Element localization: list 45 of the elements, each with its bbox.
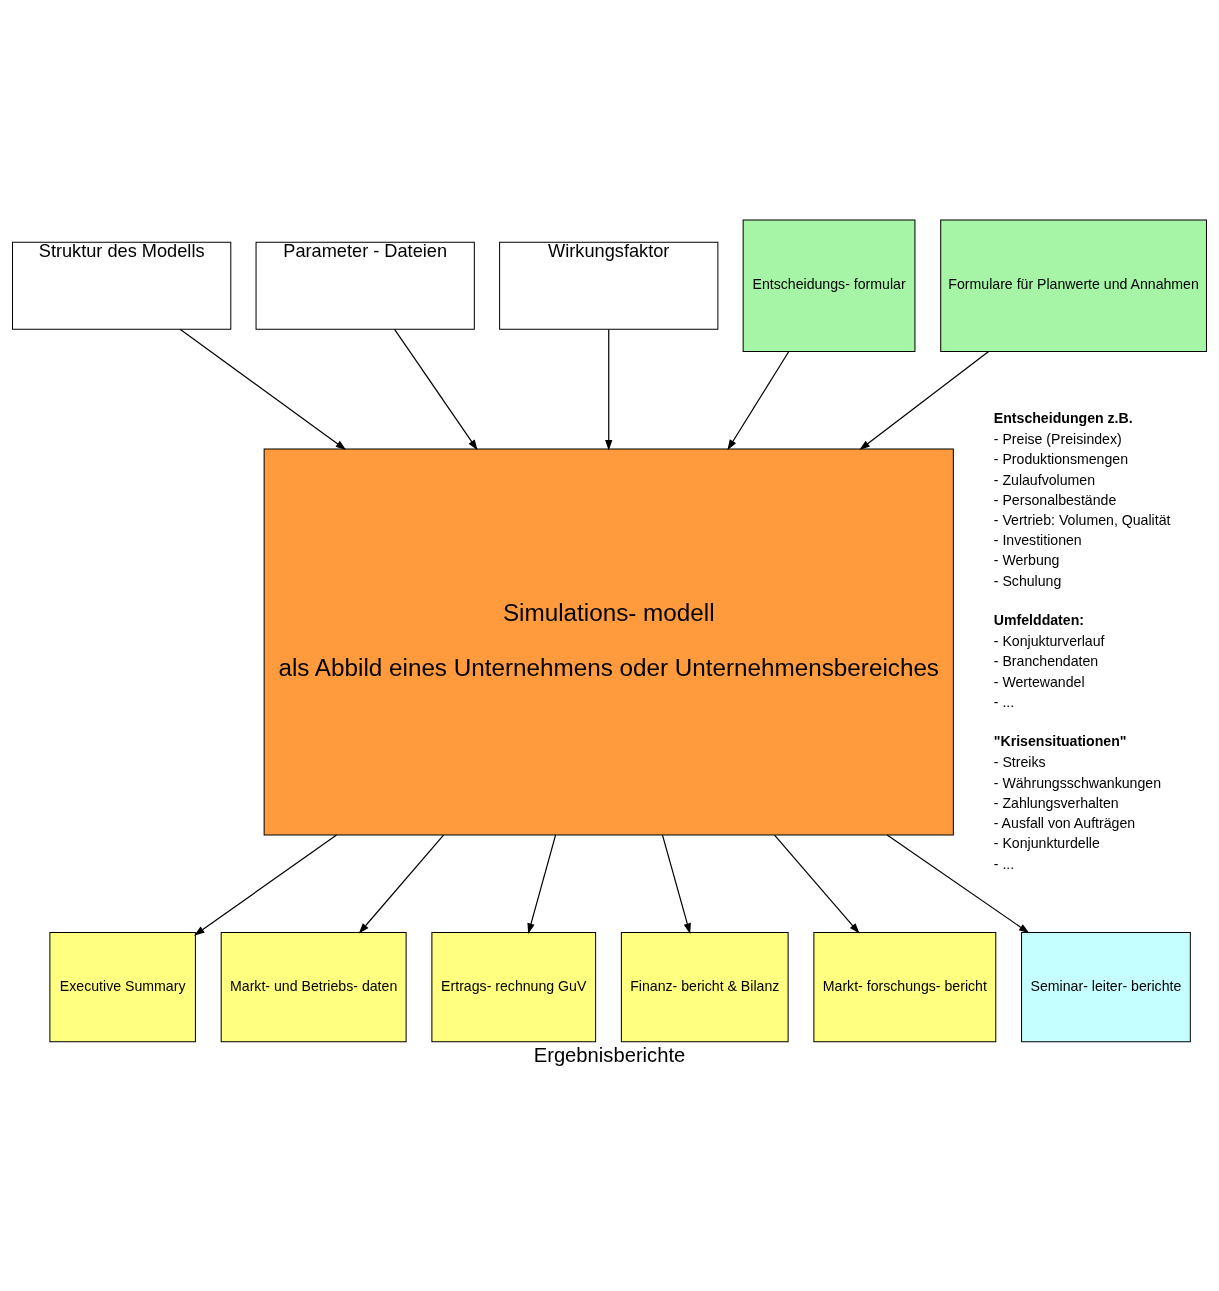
caption: Ergebnisberichte — [533, 1043, 686, 1066]
arrow — [727, 350, 790, 450]
label: - Währungsschwankungen — [993, 774, 1162, 791]
label: - Branchendaten — [993, 652, 1099, 669]
label: - Schulung — [993, 572, 1062, 589]
arrow — [358, 833, 445, 934]
label: - Werbung — [993, 551, 1060, 568]
label: Umfelddaten: — [993, 611, 1085, 628]
node-box: Markt- forschungs- bericht — [813, 931, 997, 1042]
node-box: Struktur des Modells — [12, 241, 232, 330]
node-box: Parameter - Dateien — [255, 241, 475, 330]
label: - Ausfall von Aufträgen — [993, 814, 1136, 831]
arrow — [393, 328, 478, 450]
label: - Wertewandel — [993, 673, 1085, 690]
node-box: Entscheidungs- formular — [742, 219, 916, 352]
label: - Streiks — [993, 753, 1046, 770]
label: - ... — [993, 693, 1015, 710]
label: - Konjukturverlauf — [993, 632, 1105, 649]
node-box: Formulare für Planwerte und Annahmen — [940, 219, 1207, 352]
node-box: Wirkungsfaktor — [499, 241, 719, 330]
node-box: Seminar- leiter- berichte — [1021, 931, 1191, 1042]
label: - Zahlungsverhalten — [993, 794, 1119, 811]
label: - Investitionen — [993, 531, 1082, 548]
label: - Personalbestände — [993, 491, 1117, 508]
arrow — [179, 328, 347, 450]
label: - Preise (Preisindex) — [993, 430, 1122, 447]
label: - Vertrieb: Volumen, Qualität — [993, 511, 1171, 528]
node-box: Executive Summary — [49, 931, 196, 1042]
label: - Produktionsmengen — [993, 450, 1129, 467]
arrow — [773, 833, 860, 934]
label: Entscheidungen z.B. — [993, 409, 1133, 426]
arrow — [605, 328, 613, 451]
arrow — [886, 833, 1030, 933]
node-box: Markt- und Betriebs- daten — [220, 931, 407, 1042]
label: - Konjunkturdelle — [993, 834, 1100, 851]
label: - Zulaufvolumen — [993, 471, 1096, 488]
node-box: Simulations- modell als Abbild eines Unternehmens oder Unternehmensbereiches — [263, 447, 954, 835]
node-box: Finanz- bericht & Bilanz — [620, 931, 789, 1042]
arrow — [194, 833, 338, 936]
label: - ... — [993, 855, 1015, 872]
node-box: Ertrags- rechnung GuV — [431, 931, 597, 1042]
arrow — [527, 833, 557, 934]
arrow — [859, 350, 990, 450]
label: "Krisensituationen" — [993, 732, 1127, 749]
arrow — [661, 833, 691, 934]
